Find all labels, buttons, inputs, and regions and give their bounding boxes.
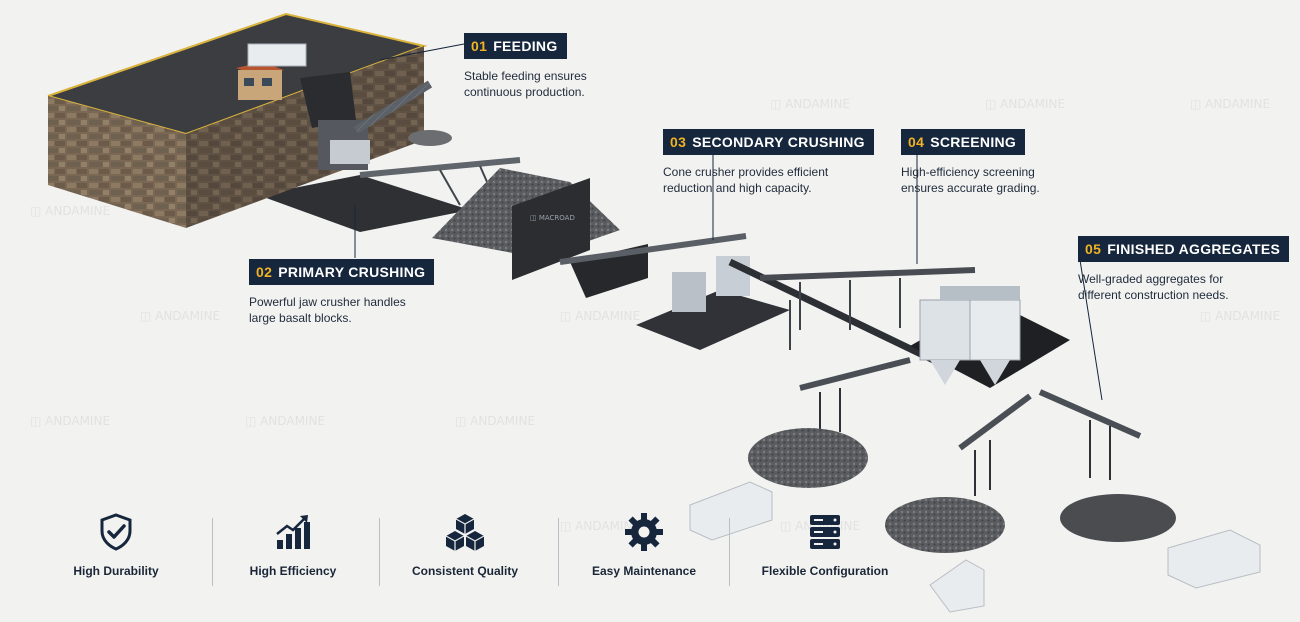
step-desc-line: continuous production. <box>464 85 585 99</box>
step-title: 02 PRIMARY CRUSHING <box>249 259 435 285</box>
svg-text:◫ ANDAMINE: ◫ ANDAMINE <box>770 97 850 111</box>
feature-consistent-quality: Consistent Quality <box>390 512 540 578</box>
step-title-text: SCREENING <box>930 134 1017 150</box>
step-number: 03 <box>670 134 687 150</box>
discharge-conveyors <box>799 357 1142 496</box>
cone-crusher-station <box>559 233 790 350</box>
step-title: 05 FINISHED AGGREGATES <box>1078 236 1290 262</box>
shield-check-icon <box>100 513 132 551</box>
step-desc-line: Well-graded aggregates for <box>1078 272 1224 286</box>
step-feeding: 01 FEEDING Stable feeding ensures continuo… <box>464 33 587 100</box>
conveyor-2 <box>728 258 976 372</box>
feeder-and-jaw-crusher <box>300 72 452 170</box>
svg-text:◫ ANDAMINE: ◫ ANDAMINE <box>1200 309 1280 323</box>
trucks <box>689 481 1261 613</box>
watermark: ◫ ANDAMINE ◫ ANDAMINE ◫ ANDAMINE ◫ ANDAM… <box>30 97 1280 533</box>
step-description: Well-graded aggregates for different cons… <box>1078 271 1289 303</box>
callout-lines <box>354 43 1103 401</box>
step-finished-aggregates: 05 FINISHED AGGREGATES Well-graded aggreg… <box>1078 236 1290 303</box>
step-number: 04 <box>908 134 925 150</box>
svg-text:◫ ANDAMINE: ◫ ANDAMINE <box>30 414 110 428</box>
step-title-text: PRIMARY CRUSHING <box>278 264 426 280</box>
svg-text:◫ ANDAMINE: ◫ ANDAMINE <box>245 414 325 428</box>
step-desc-line: large basalt blocks. <box>249 311 352 325</box>
feature-flexible-configuration: Flexible Configuration <box>750 512 900 578</box>
feature-label: Easy Maintenance <box>591 564 697 578</box>
step-description: Stable feeding ensures continuous product… <box>464 68 587 100</box>
aggregate-pile-1 <box>748 428 868 488</box>
step-title: 04 SCREENING <box>901 129 1026 155</box>
aggregate-pile-3 <box>1060 494 1176 542</box>
feature-divider <box>212 518 213 586</box>
bar-chart-growth-icon <box>276 515 310 549</box>
feature-high-durability: High Durability <box>41 512 191 578</box>
step-number: 01 <box>471 38 488 54</box>
step-description: Cone crusher provides efficient reduction… <box>663 164 874 196</box>
server-config-icon <box>810 515 840 549</box>
svg-text:◫ MACROAD: ◫ MACROAD <box>530 214 575 222</box>
svg-text:◫ ANDAMINE: ◫ ANDAMINE <box>780 519 860 533</box>
step-description: Powerful jaw crusher handles large basalt… <box>249 294 434 326</box>
step-title-text: FEEDING <box>493 38 558 54</box>
svg-text:◫ ANDAMINE: ◫ ANDAMINE <box>140 309 220 323</box>
step-desc-line: Cone crusher provides efficient <box>663 165 829 179</box>
svg-text:◫ ANDAMINE: ◫ ANDAMINE <box>560 519 640 533</box>
stone-building <box>47 12 428 228</box>
step-number: 02 <box>256 264 273 280</box>
gear-icon <box>625 513 663 551</box>
aggregate-pile-2 <box>885 497 1005 553</box>
svg-text:◫ ANDAMINE: ◫ ANDAMINE <box>455 414 535 428</box>
svg-text:◫ ANDAMINE: ◫ ANDAMINE <box>985 97 1065 111</box>
step-title-text: FINISHED AGGREGATES <box>1107 241 1281 257</box>
feature-label: High Durability <box>73 564 159 578</box>
svg-text:◫ ANDAMINE: ◫ ANDAMINE <box>560 309 640 323</box>
step-desc-line: ensures accurate grading. <box>901 181 1040 195</box>
step-desc-line: Powerful jaw crusher handles <box>249 295 406 309</box>
feature-divider <box>379 518 380 586</box>
step-title-text: SECONDARY CRUSHING <box>692 134 865 150</box>
feature-divider <box>729 518 730 586</box>
cubes-icon <box>445 514 485 551</box>
step-desc-line: reduction and high capacity. <box>663 181 812 195</box>
step-title: 03 SECONDARY CRUSHING <box>663 129 874 155</box>
control-room <box>236 43 307 100</box>
step-title: 01 FEEDING <box>464 33 567 59</box>
feature-easy-maintenance: Easy Maintenance <box>569 512 719 578</box>
feature-label: Flexible Configuration <box>761 564 889 578</box>
step-description: High-efficiency screening ensures accurat… <box>901 164 1040 196</box>
feature-divider <box>558 518 559 586</box>
step-desc-line: High-efficiency screening <box>901 165 1035 179</box>
svg-text:◫ ANDAMINE: ◫ ANDAMINE <box>30 204 110 218</box>
feature-label: Consistent Quality <box>411 564 518 578</box>
step-desc-line: different construction needs. <box>1078 288 1229 302</box>
feature-high-efficiency: High Efficiency <box>218 512 368 578</box>
step-screening: 04 SCREENING High-efficiency screening ens… <box>901 129 1040 196</box>
feature-label: High Efficiency <box>249 564 337 578</box>
step-number: 05 <box>1085 241 1102 257</box>
step-primary-crushing: 02 PRIMARY CRUSHING Powerful jaw crusher … <box>249 259 435 326</box>
ground-slab <box>258 175 470 232</box>
svg-text:◫ ANDAMINE: ◫ ANDAMINE <box>1190 97 1270 111</box>
step-desc-line: Stable feeding ensures <box>464 69 587 83</box>
step-secondary-crushing: 03 SECONDARY CRUSHING Cone crusher provid… <box>663 129 874 196</box>
vibrating-screens <box>910 286 1070 388</box>
